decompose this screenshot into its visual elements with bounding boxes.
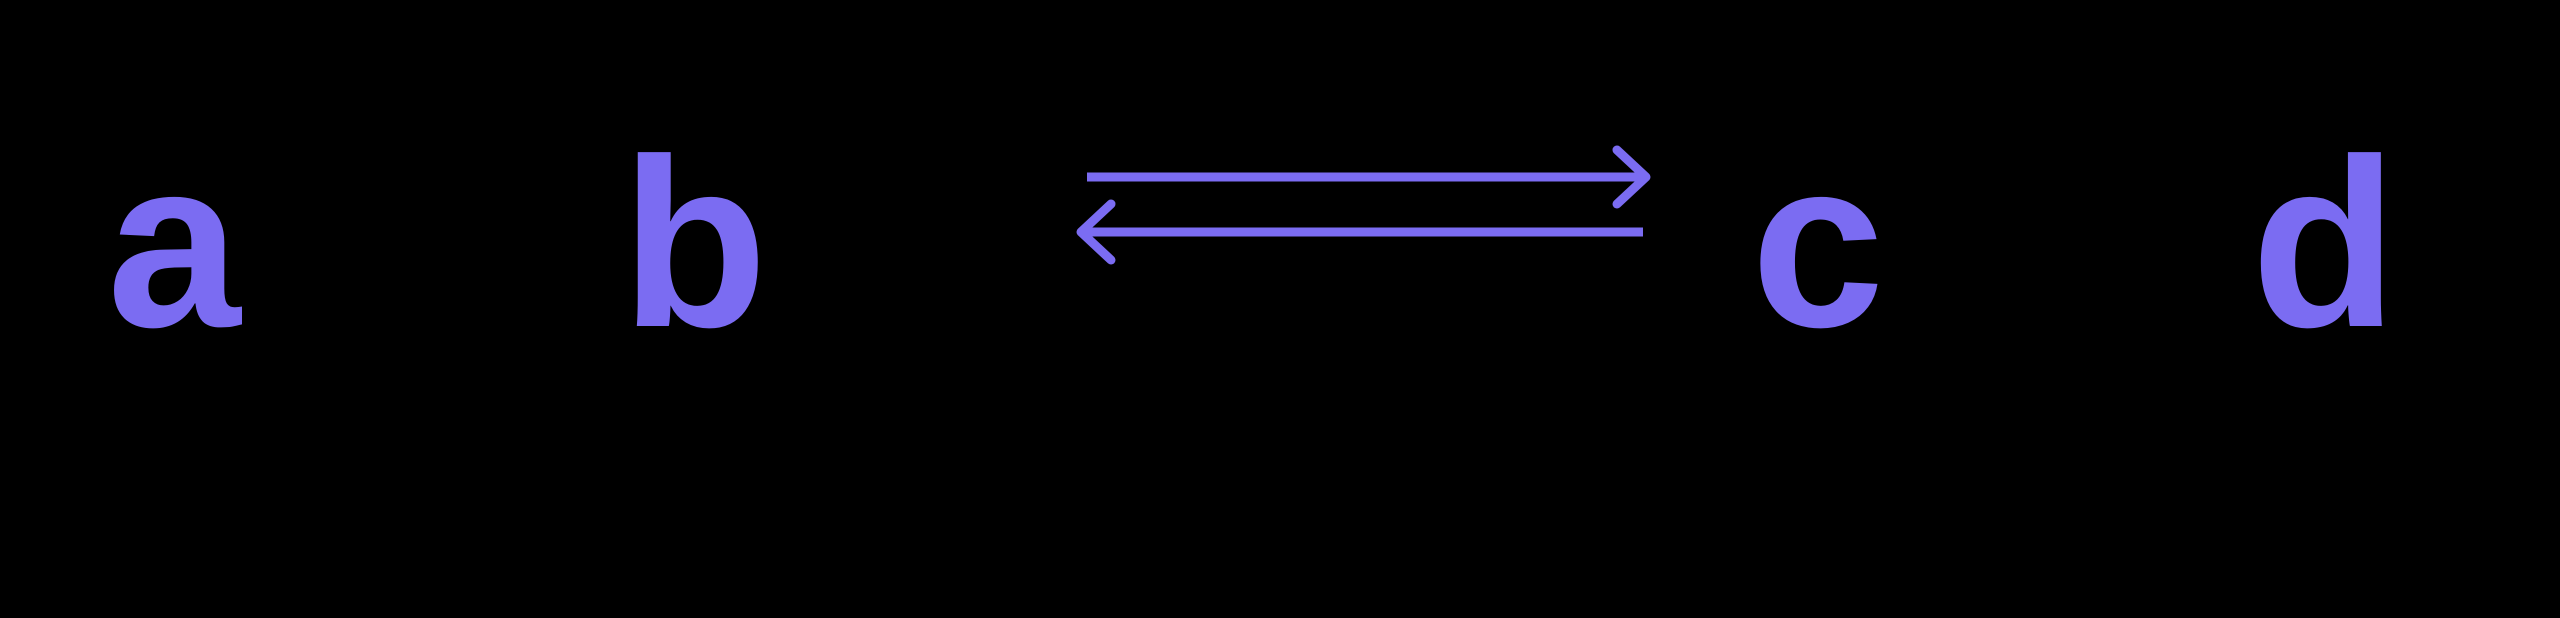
reverse-arrow-icon: [1076, 199, 1643, 265]
label-d: d: [2251, 109, 2398, 377]
forward-arrow-icon: [1087, 145, 1651, 209]
label-c: c: [1751, 109, 1885, 377]
label-b: b: [621, 109, 768, 377]
label-a: a: [107, 109, 241, 377]
equilibrium-arrows: [1076, 145, 1651, 265]
